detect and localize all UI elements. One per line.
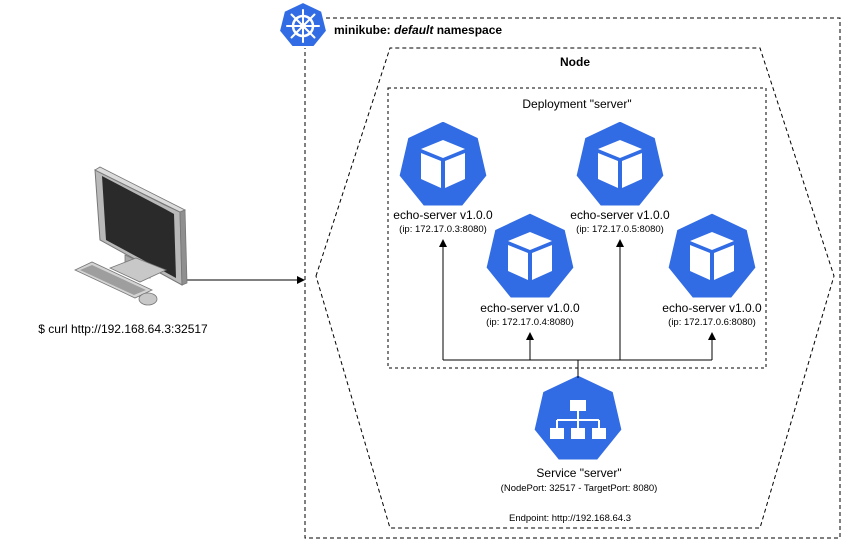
namespace-box bbox=[304, 17, 841, 539]
curl-command: $ curl http://192.168.64.3:32517 bbox=[38, 322, 208, 336]
namespace-name: default bbox=[394, 23, 434, 37]
pod-cube-icon bbox=[573, 118, 667, 209]
pod-cube-icon bbox=[665, 210, 759, 301]
service-network-icon bbox=[531, 372, 625, 463]
pod-cube-icon bbox=[396, 118, 490, 209]
deployment-title: Deployment "server" bbox=[522, 97, 632, 111]
kubernetes-helm-icon bbox=[278, 1, 328, 48]
deployment-box bbox=[387, 87, 767, 369]
pod-name: echo-server v1.0.0 bbox=[480, 301, 580, 315]
pod-name: echo-server v1.0.0 bbox=[570, 208, 670, 222]
namespace-suffix: namespace bbox=[433, 23, 503, 37]
service-ports: (NodePort: 32517 - TargetPort: 8080) bbox=[500, 483, 658, 494]
pod-cube-icon bbox=[483, 210, 577, 301]
pod-name: echo-server v1.0.0 bbox=[393, 208, 493, 222]
namespace-title: minikube: default namespace bbox=[334, 23, 502, 37]
pod-name: echo-server v1.0.0 bbox=[662, 301, 762, 315]
node-title: Node bbox=[560, 55, 590, 69]
computer-icon bbox=[74, 166, 188, 306]
node-hexagon bbox=[315, 47, 835, 529]
pod-ip: (ip: 172.17.0.6:8080) bbox=[668, 317, 756, 328]
service-title: Service "server" bbox=[536, 466, 622, 480]
pod-ip: (ip: 172.17.0.4:8080) bbox=[486, 317, 574, 328]
service-connectors bbox=[439, 239, 716, 378]
pod-ip: (ip: 172.17.0.3:8080) bbox=[399, 224, 487, 235]
endpoint-label: Endpoint: http://192.168.64.3 bbox=[508, 513, 632, 524]
pod-ip: (ip: 172.17.0.5:8080) bbox=[576, 224, 664, 235]
namespace-prefix: minikube: bbox=[334, 23, 395, 37]
